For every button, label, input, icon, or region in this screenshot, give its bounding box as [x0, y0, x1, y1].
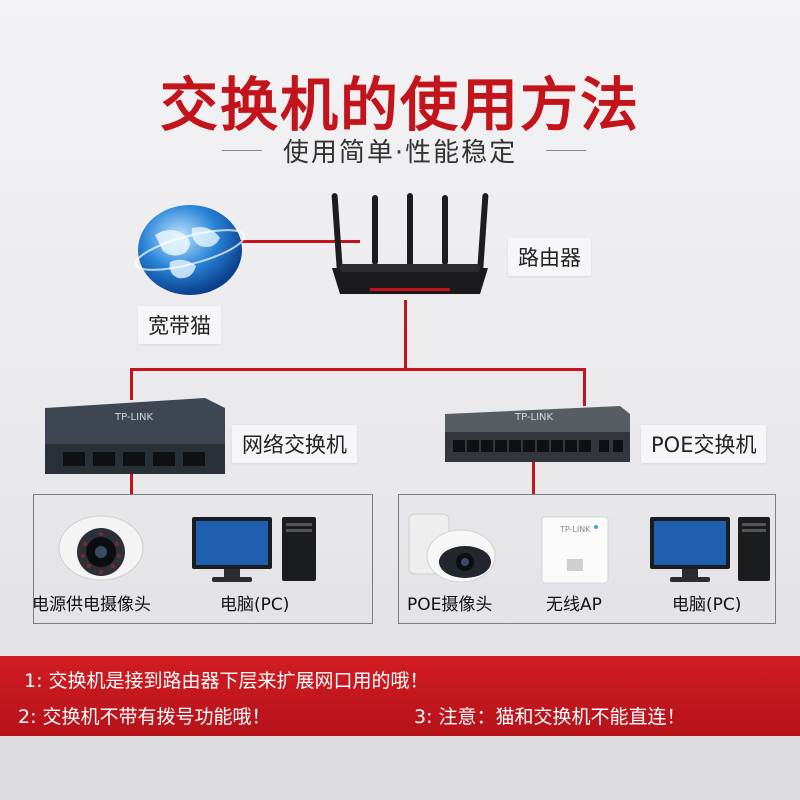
poe-switch-down-link	[532, 462, 535, 494]
poe-camera-icon	[408, 513, 496, 583]
network-switch-label: 网络交换机	[232, 425, 357, 463]
switch-bus-link	[130, 368, 585, 371]
note-2: 2: 交换机不带有拨号功能哦！	[18, 706, 271, 728]
footer-band	[0, 736, 800, 800]
wireless-ap-brand: TP-LINK	[560, 525, 591, 534]
wireless-ap-icon	[541, 516, 609, 584]
subtitle-rule-left	[222, 150, 262, 151]
wireless-ap-device: TP-LINK	[540, 515, 610, 589]
desktop-pc-icon	[192, 517, 316, 582]
right-group-bracket-bottom	[398, 623, 776, 624]
right-group-bracket-side-right	[775, 494, 776, 624]
poe-switch-label: POE交换机	[641, 425, 767, 463]
left-group-bracket-bottom	[33, 623, 373, 624]
right-group-bracket-side-left	[398, 494, 399, 624]
dome-camera-icon	[58, 515, 144, 581]
device-label-right-pc: 电脑(PC)	[672, 595, 742, 615]
device-label-left-pc: 电脑(PC)	[220, 595, 290, 615]
modem-node	[130, 200, 250, 304]
router-icon	[331, 193, 489, 294]
desktop-pc-icon	[650, 517, 770, 582]
page-subtitle: 使用简单·性能稳定	[282, 138, 518, 168]
network-switch-link	[130, 368, 133, 400]
left-group-bracket-side-left	[33, 494, 34, 624]
poe-switch-node: TP-LINK	[445, 406, 630, 468]
poe-switch-link	[583, 368, 586, 406]
dome-camera-device	[55, 510, 147, 586]
left-group-bracket-side-right	[372, 494, 373, 624]
poe-camera-device	[405, 510, 500, 589]
network-switch-icon	[45, 398, 225, 474]
router-node	[330, 190, 490, 304]
poe-switch-icon	[445, 406, 630, 462]
device-label-poe-camera: POE摄像头	[407, 595, 493, 615]
note-3: 3: 注意：猫和交换机不能直连！	[414, 706, 686, 728]
right-group-bracket	[398, 494, 776, 495]
router-label: 路由器	[508, 238, 591, 276]
note-1: 1: 交换机是接到路由器下层来扩展网口用的哦！	[24, 670, 429, 692]
notes-band	[0, 656, 800, 736]
modem-router-link	[210, 240, 360, 243]
network-switch-node: TP-LINK	[45, 398, 225, 480]
subtitle-wrap: 使用简单·性能稳定	[0, 132, 800, 169]
router-trunk-link	[404, 300, 407, 370]
network-switch-down-link	[130, 474, 133, 494]
network-switch-brand: TP-LINK	[115, 412, 154, 423]
left-pc-device	[190, 515, 320, 589]
modem-label: 宽带猫	[138, 306, 221, 344]
right-pc-device	[648, 515, 773, 589]
page-title: 交换机的使用方法	[159, 71, 640, 139]
poe-switch-brand: TP-LINK	[515, 412, 554, 423]
device-label-dome-camera: 电源供电摄像头	[32, 595, 151, 615]
left-group-bracket	[33, 494, 373, 495]
device-label-wireless-ap: 无线AP	[546, 595, 602, 615]
subtitle-rule-right	[546, 150, 586, 151]
globe-icon	[134, 205, 246, 295]
